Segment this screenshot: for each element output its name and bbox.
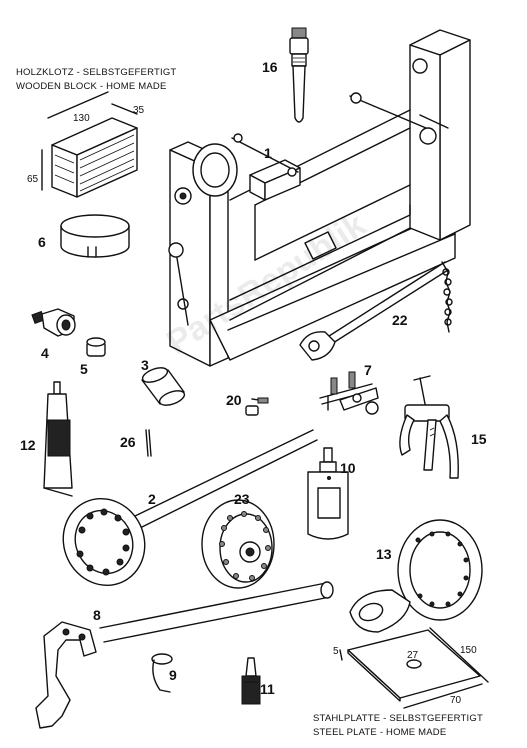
wooden-block-drawing [41, 91, 138, 198]
wooden-block-note-en: WOODEN BLOCK - HOME MADE [16, 81, 167, 92]
puller-rod-drawing [289, 27, 309, 123]
callout-6: 6 [38, 234, 46, 250]
flywheel-holder-drawing [201, 499, 275, 589]
callout-2: 2 [148, 491, 156, 507]
callout-22: 22 [392, 312, 408, 328]
pin-drawing [145, 429, 152, 457]
three-jaw-puller-drawing [399, 375, 459, 479]
press-sleeve-drawing [141, 367, 186, 406]
callout-5: 5 [80, 361, 88, 377]
small-bottle-drawing [241, 657, 261, 705]
plate-thickness-dimension: 5 [333, 646, 339, 657]
steel-plate-note-en: STEEL PLATE - HOME MADE [313, 727, 447, 738]
callout-9: 9 [169, 667, 177, 683]
paste-tube-drawing [43, 381, 73, 497]
callout-10: 10 [340, 460, 356, 476]
chain-wrench-drawing [299, 261, 453, 361]
callout-4: 4 [41, 345, 49, 361]
callout-20: 20 [226, 392, 242, 408]
callout-3: 3 [141, 357, 149, 373]
callout-7: 7 [364, 362, 372, 378]
ring-wrench-drawing [349, 519, 483, 633]
callout-15: 15 [471, 431, 487, 447]
callout-26: 26 [120, 434, 136, 450]
holding-wrench-drawing [62, 429, 318, 587]
steel-plate-note-de: STAHLPLATTE - SELBSTGEFERTIGT [313, 713, 483, 724]
block-height-dimension: 65 [27, 174, 39, 185]
callout-13: 13 [376, 546, 392, 562]
callout-11: 11 [260, 681, 275, 697]
clamp-ring-drawing [60, 214, 130, 258]
bracket-tool-drawing [319, 371, 379, 415]
callout-16: 16 [262, 59, 278, 75]
adapter-parts-drawing [31, 308, 106, 357]
steel-plate-drawing [339, 627, 489, 709]
callout-8: 8 [93, 607, 101, 623]
plate-hole-dimension: 27 [407, 650, 419, 661]
screw-drawing [245, 397, 269, 416]
engine-stand-drawing [168, 29, 471, 367]
block-width-dimension: 130 [73, 113, 90, 124]
plate-width-dimension: 70 [450, 695, 462, 706]
wooden-block-note-de: HOLZKLOTZ - SELBSTGEFERTIGT [16, 67, 177, 78]
callout-12: 12 [20, 437, 36, 453]
callout-1: 1 [264, 145, 272, 161]
plate-length-dimension: 150 [460, 645, 477, 656]
callout-23: 23 [234, 491, 250, 507]
support-bar-drawing [35, 581, 334, 729]
block-depth-dimension: 35 [133, 105, 145, 116]
bottle-drawing [307, 447, 349, 540]
